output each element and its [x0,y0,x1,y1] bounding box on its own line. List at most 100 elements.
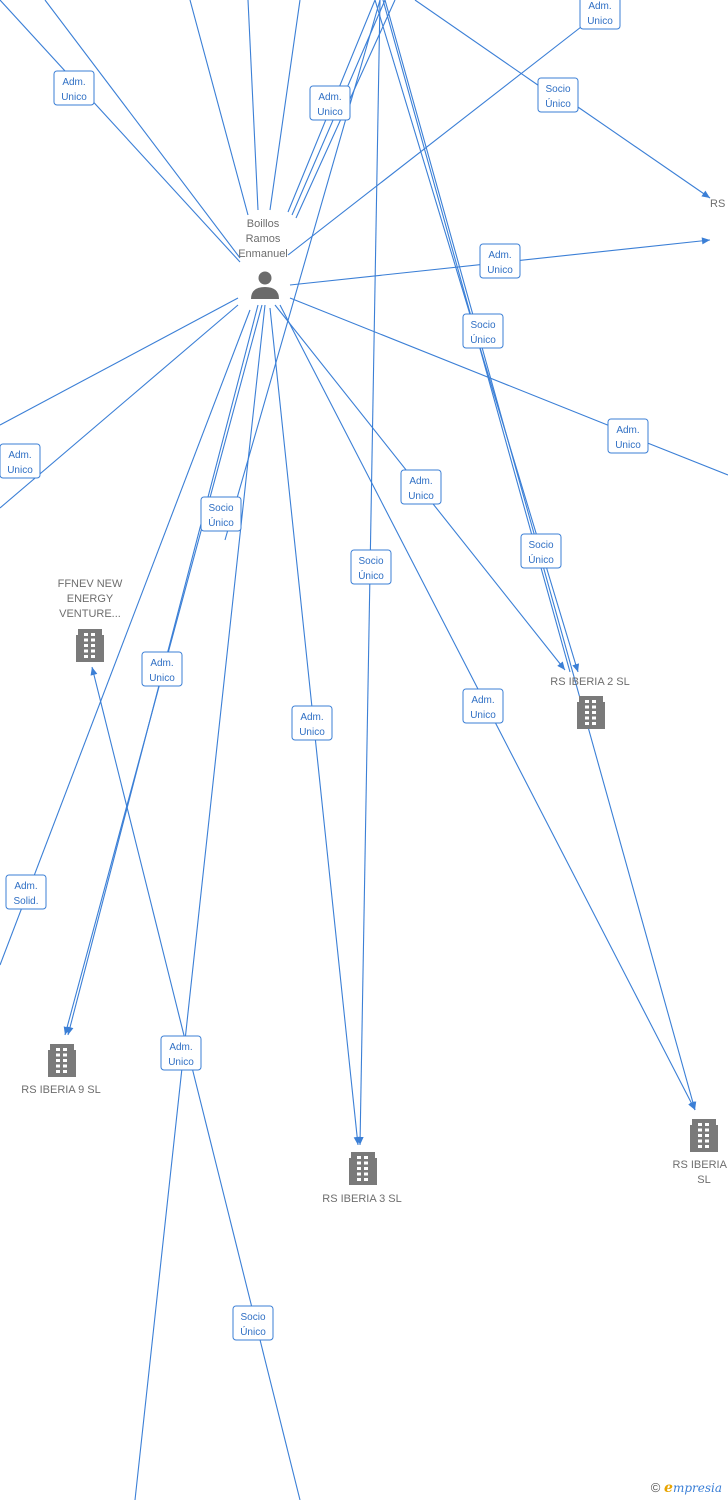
relation-label-text: Adm. [471,695,494,706]
company-name-line: RS IBERIA 2 SL [550,676,629,688]
arrowhead [557,661,565,670]
relationship-edge [91,666,301,1500]
relation-label-text: Socio [470,320,495,331]
relationship-edge [247,0,259,211]
relation-label-text: Socio [240,1312,265,1323]
relation-label-text: Único [358,569,384,582]
arrowhead [701,237,710,245]
arrowhead [688,1101,695,1110]
relation-label-text: Único [545,97,571,110]
relationship-edge [224,0,381,541]
relation-label-text: Socio [528,540,553,551]
relationship-edge [0,0,241,263]
brand-rest: mpresia [672,1481,722,1495]
relation-label-text: Adm. [488,250,511,261]
company-node-ffnev[interactable]: FFNEV NEW ENERGY VENTURE... [58,578,123,662]
building-icon [349,1152,377,1185]
person-icon [251,271,279,299]
relation-label-l14[interactable]: Adm. Unico [291,705,333,741]
company-name-line: ENERGY [67,593,114,605]
company-node-rs_top[interactable]: RS [710,198,725,210]
relationship-edge [189,0,249,216]
arrowhead [90,667,98,676]
relation-label-l7[interactable]: Adm. Unico [607,418,649,454]
company-name-line: RS IBERIA 1 [673,1159,728,1171]
empresia-logo: empresia [664,1480,722,1496]
relation-label-text: Adm. [14,881,37,892]
arrowhead [66,1026,74,1035]
company-name-line: FFNEV NEW [58,578,123,590]
company-name-line: RS IBERIA 3 SL [322,1193,401,1205]
relation-label-text: Adm. [169,1042,192,1053]
company-name-line: SL [697,1174,710,1186]
relation-label-text: Unico [61,92,87,103]
relation-label-text: Adm. [318,92,341,103]
company-node-rs2[interactable]: RS IBERIA 2 SL [550,676,630,729]
company-name-line: VENTURE... [59,608,121,620]
relation-label-l9[interactable]: Adm. Unico [400,469,442,505]
company-node-rs3[interactable]: RS IBERIA 3 SL [322,1152,402,1205]
relation-label-text: Unico [487,265,513,276]
company-node-rs9[interactable]: RS IBERIA 9 SL [21,1044,101,1096]
relation-label-text: Unico [587,16,613,27]
relation-label-l3[interactable]: Adm. Unico [309,85,351,121]
relation-label-text: Adm. [62,77,85,88]
relation-label-text: Adm. [616,425,639,436]
person-name-line: Ramos [246,233,281,245]
relation-label-text: Unico [168,1057,194,1068]
person-name-line: Enmanuel [238,248,288,260]
relationship-edge [289,297,626,433]
relation-label-text: Adm. [150,658,173,669]
relationship-edge [269,0,301,211]
relation-label-text: Unico [7,465,33,476]
relation-label-text: Adm. [8,450,31,461]
relationship-edge [134,304,266,1500]
copyright-footer: © empresia [651,1480,722,1496]
relation-label-text: Único [240,1325,266,1338]
relation-label-text: Unico [299,727,325,738]
relation-label-text: Único [208,516,234,529]
relation-label-text: Unico [615,440,641,451]
relation-label-text: Unico [408,491,434,502]
relationship-edge [644,441,728,476]
company-node-rs1[interactable]: RS IBERIA 1 SL [673,1119,728,1186]
building-icon [76,629,104,662]
relation-label-text: Adm. [409,476,432,487]
building-icon [690,1119,718,1152]
relation-label-text: Socio [358,556,383,567]
company-name-line: RS [710,198,725,210]
person-name-line: Boillos [247,218,280,230]
relation-label-text: Adm. [300,712,323,723]
relationship-edge [0,309,251,966]
relationship-edge [44,0,241,259]
relation-label-l8[interactable]: Adm. Unico [0,443,41,479]
relation-label-l16[interactable]: Adm. Solid. [5,874,47,910]
relation-label-l17[interactable]: Adm. Unico [160,1035,202,1071]
relation-label-text: Solid. [13,896,38,907]
building-icon [48,1044,76,1077]
relation-label-l2[interactable]: Adm. Unico [53,70,95,106]
relation-label-l15[interactable]: Adm.Unico [462,688,504,724]
relation-label-text: Adm. [588,1,611,12]
relationship-edge [574,104,711,199]
arrowhead [572,663,580,672]
arrowhead [356,1136,364,1145]
relation-label-l13[interactable]: Adm.Unico [141,651,183,687]
company-name-line: RS IBERIA 9 SL [21,1084,100,1096]
arrowhead [701,190,710,198]
relation-label-l1[interactable]: Adm. Unico [579,0,621,30]
relationship-edge [287,19,591,256]
copyright-symbol: © [650,1480,661,1495]
relation-label-text: Unico [317,107,343,118]
building-icon [577,696,605,729]
relation-label-l5[interactable]: Adm. Unico [479,243,521,279]
